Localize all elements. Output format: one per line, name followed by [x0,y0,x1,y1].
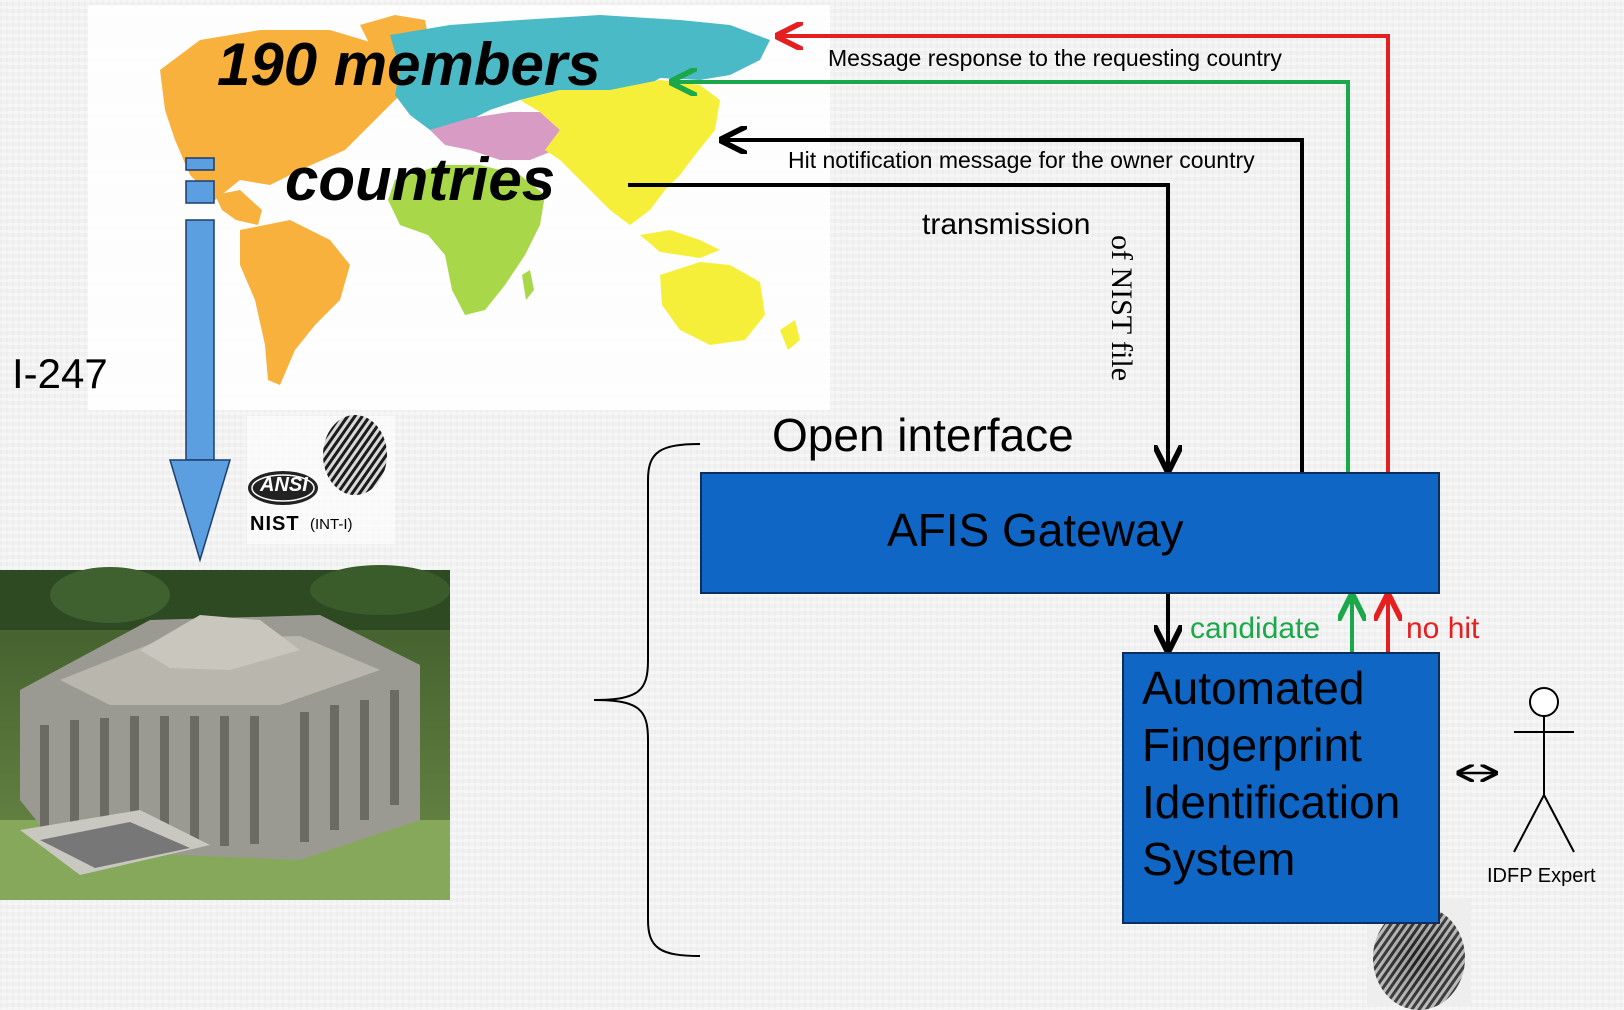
nist-file-label: of NIST file [1105,234,1138,382]
afis-line-4: System [1142,833,1296,885]
channel-label: I-247 [12,350,108,397]
hit-notification-label: Hit notification message for the owner c… [788,147,1255,173]
afis-system-text: Automated Fingerprint Identification Sys… [1142,660,1400,888]
map-title-line2: countries [285,146,556,213]
int-logo-text: (INT-I) [310,516,353,533]
map-title-line1: 190 members [217,31,601,98]
australia-region [660,262,765,345]
south-america-region [240,220,350,385]
ansi-nist-logo [247,415,395,544]
open-interface-label: Open interface [772,409,1074,461]
afis-line-2: Fingerprint [1142,719,1362,771]
building-photo [0,565,450,900]
nist-logo-text: NIST [250,513,300,535]
transmission-arrow [628,183,1168,470]
afis-gateway-box: AFIS Gateway [700,472,1440,594]
open-interface-brace [593,443,701,957]
nohit-label: no hit [1406,612,1480,645]
north-america-region [160,30,425,200]
response-arrow-green [672,82,1350,472]
expert-label: IDFP Expert [1487,865,1596,887]
fingerprint-icon [323,415,387,495]
stick-figure-icon [1513,687,1575,853]
i247-down-arrow [168,157,232,563]
ansi-logo-text: ANSI [260,474,308,496]
afis-gateway-label: AFIS Gateway [887,504,1184,556]
asia-region [520,80,720,225]
response-arrow-red [778,36,1390,472]
middle-east-region [430,112,560,160]
afis-system-box: Automated Fingerprint Identification Sys… [1122,652,1440,924]
africa-region [388,165,545,315]
hit-notification-arrow [722,140,1304,472]
response-label: Message response to the requesting count… [828,45,1282,71]
candidate-label: candidate [1190,612,1321,645]
transmission-label: transmission [922,208,1091,241]
europe-russia-region [390,15,770,130]
afis-line-1: Automated [1142,662,1365,714]
afis-line-3: Identification [1142,776,1401,828]
